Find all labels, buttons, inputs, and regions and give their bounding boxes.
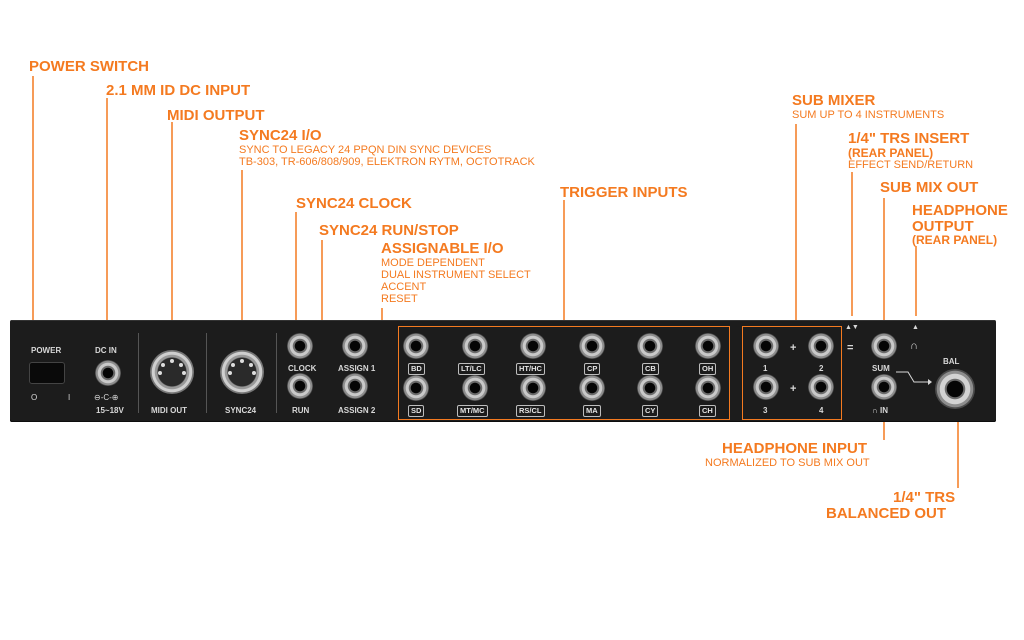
callout-assignable-io-line1: MODE DEPENDENT (381, 257, 485, 269)
insert-arrows-icon: ▲▼ (845, 324, 859, 331)
panel-label-assign-2: ASSIGN 2 (338, 406, 376, 415)
trigger-jack-cp[interactable] (579, 333, 605, 359)
sub-mix-out-jack[interactable] (871, 333, 897, 359)
callout-sync24-clock: SYNC24 CLOCK (296, 195, 412, 212)
trigger-inputs-highlight (398, 326, 730, 420)
mixer-plus-glyph: + (790, 342, 797, 354)
mixer-label-4: 4 (819, 406, 824, 415)
mixer-jack-1[interactable] (753, 333, 779, 359)
panel-label-headphone-in: ∩ IN (872, 406, 888, 415)
trigger-jack-rs-cl[interactable] (520, 375, 546, 401)
panel-label-dc-in: DC IN (95, 346, 117, 355)
assign-2-jack[interactable] (342, 373, 368, 399)
callout-balanced-out-line2: BALANCED OUT (826, 505, 946, 522)
callout-assignable-io-title: ASSIGNABLE I/O (381, 240, 504, 257)
headphone-icon: ∩ (910, 340, 918, 352)
callout-assignable-io-line2: DUAL INSTRUMENT SELECT (381, 269, 531, 281)
callout-balanced-out-line1: 1/4" TRS (893, 489, 956, 506)
panel-label-power: POWER (31, 346, 62, 355)
panel-label-bal: BAL (943, 357, 960, 366)
sync24-din-jack[interactable] (220, 350, 264, 394)
callout-headphone-input-title: HEADPHONE INPUT (722, 440, 868, 457)
callout-assignable-io-line3: ACCENT (381, 281, 427, 293)
balanced-out-jack[interactable] (935, 369, 975, 409)
trigger-label-oh: OH (699, 363, 717, 375)
trigger-jack-ht-hc[interactable] (520, 333, 546, 359)
trigger-label-bd: BD (408, 363, 425, 375)
panel-label-dc-voltage: 15~18V (96, 406, 124, 415)
callout-trs-insert-line2: EFFECT SEND/RETURN (848, 159, 974, 171)
midi-out-din-jack[interactable] (150, 350, 194, 394)
panel-label-sync24: SYNC24 (225, 406, 257, 415)
trigger-label-ma: MA (583, 405, 601, 417)
panel-label-midi-out: MIDI OUT (151, 406, 187, 415)
sum-routing-arrow-icon (896, 371, 932, 385)
callout-headphone-output-line2: OUTPUT (912, 218, 974, 235)
trigger-label-ht-hc: HT/HC (516, 363, 545, 375)
callout-headphone-output-line1: HEADPHONE (912, 202, 1008, 219)
callout-sync24-io-line1: SYNC TO LEGACY 24 PPQN DIN SYNC DEVICES (239, 144, 492, 156)
callout-sub-mixer-line1: SUM UP TO 4 INSTRUMENTS (792, 109, 945, 121)
panel-divider (206, 333, 207, 413)
callout-power-switch: POWER SWITCH (29, 58, 149, 75)
trigger-jack-cy[interactable] (637, 375, 663, 401)
trigger-label-mt-mc: MT/MC (457, 405, 488, 417)
callout-sync24-io-line2: TB-303, TR-606/808/909, ELEKTRON RYTM, O… (239, 156, 535, 168)
mixer-equals-glyph: = (847, 342, 854, 354)
trigger-jack-ch[interactable] (695, 375, 721, 401)
power-switch[interactable] (29, 362, 65, 384)
trigger-label-ch: CH (699, 405, 716, 417)
trigger-jack-sd[interactable] (403, 375, 429, 401)
callout-trs-insert-title: 1/4" TRS INSERT (848, 130, 970, 147)
callout-assignable-io-line4: RESET (381, 293, 418, 305)
callout-trs-insert-line1: (REAR PANEL) (848, 146, 934, 160)
callout-headphone-input-line1: NORMALIZED TO SUB MIX OUT (705, 457, 870, 469)
mixer-label-1: 1 (763, 364, 768, 373)
panel-label-run: RUN (292, 406, 310, 415)
callout-trigger-inputs: TRIGGER INPUTS (560, 184, 688, 201)
trigger-jack-oh[interactable] (695, 333, 721, 359)
power-off-glyph: O (31, 393, 38, 402)
sub-mixer-highlight (742, 326, 842, 420)
trigger-label-cy: CY (642, 405, 659, 417)
dc-in-jack[interactable] (95, 360, 121, 386)
trigger-jack-mt-mc[interactable] (462, 375, 488, 401)
trigger-jack-lt-lc[interactable] (462, 333, 488, 359)
trigger-label-lt-lc: LT/LC (458, 363, 485, 375)
panel-divider (138, 333, 139, 413)
mixer-label-3: 3 (763, 406, 768, 415)
trigger-jack-ma[interactable] (579, 375, 605, 401)
panel-label-sum: SUM (872, 364, 890, 373)
trigger-jack-cb[interactable] (637, 333, 663, 359)
trigger-label-cp: CP (584, 363, 601, 375)
trigger-label-rs-cl: RS/CL (516, 405, 545, 417)
panel-divider (276, 333, 277, 413)
callout-sync24-runstop: SYNC24 RUN/STOP (319, 222, 459, 239)
callout-headphone-output-line3: (REAR PANEL) (912, 233, 998, 247)
headphone-up-arrow-icon: ▲ (912, 324, 919, 331)
mixer-jack-2[interactable] (808, 333, 834, 359)
mixer-jack-3[interactable] (753, 374, 779, 400)
headphone-input-jack[interactable] (871, 374, 897, 400)
callout-sub-mix-out: SUB MIX OUT (880, 179, 979, 196)
callout-midi-output: MIDI OUTPUT (167, 107, 265, 124)
dc-polarity-icon: ⊖-C-⊕ (94, 393, 119, 402)
clock-jack[interactable] (287, 333, 313, 359)
power-on-glyph: I (68, 393, 71, 402)
callout-sync24-io-title: SYNC24 I/O (239, 127, 322, 144)
panel-label-clock: CLOCK (288, 364, 317, 373)
trigger-label-cb: CB (642, 363, 659, 375)
panel-label-assign-1: ASSIGN 1 (338, 364, 376, 373)
trigger-jack-bd[interactable] (403, 333, 429, 359)
callout-dc-input: 2.1 MM ID DC INPUT (106, 82, 251, 99)
mixer-jack-4[interactable] (808, 374, 834, 400)
mixer-label-2: 2 (819, 364, 824, 373)
mixer-plus-glyph: + (790, 383, 797, 395)
assign-1-jack[interactable] (342, 333, 368, 359)
trigger-label-sd: SD (408, 405, 425, 417)
run-jack[interactable] (287, 373, 313, 399)
callout-sub-mixer-title: SUB MIXER (792, 92, 876, 109)
